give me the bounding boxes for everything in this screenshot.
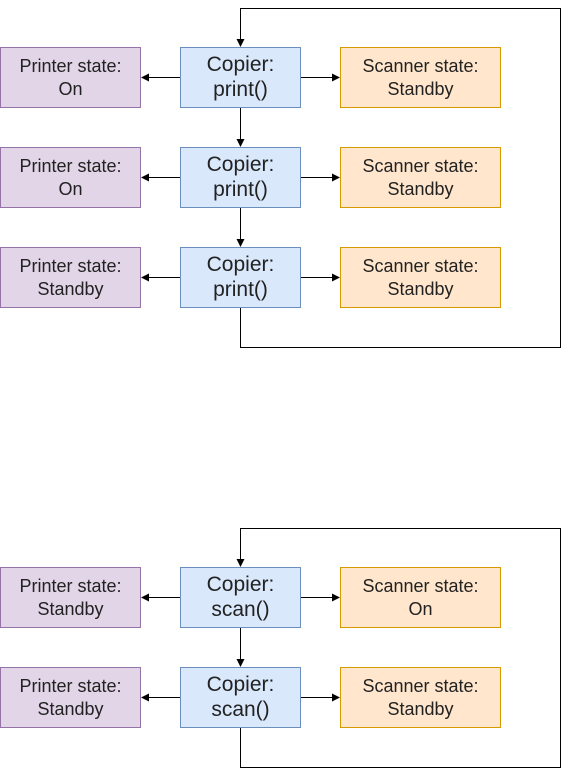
copier-box-label: Copier: [206, 153, 275, 177]
copier-box-value: scan() [211, 597, 270, 621]
scanner-state-box: Scanner state:On [340, 567, 501, 628]
copier-box-value: print() [213, 177, 268, 201]
printer-state-box: Printer state:Standby [0, 567, 141, 628]
copier-box-value: print() [213, 77, 268, 101]
scanner-state-box-value: Standby [387, 78, 454, 99]
scanner-state-box-label: Scanner state: [362, 255, 479, 276]
copier-box: Copier:scan() [180, 667, 301, 728]
scanner-state-box-value: Standby [387, 698, 454, 719]
copier-box-label: Copier: [206, 673, 275, 697]
copier-box-value: print() [213, 277, 268, 301]
printer-state-box-value: Standby [37, 278, 104, 299]
scanner-state-box: Scanner state:Standby [340, 667, 501, 728]
copier-box-label: Copier: [206, 253, 275, 277]
printer-state-box-value: On [58, 178, 83, 199]
printer-state-box-label: Printer state: [19, 575, 122, 596]
scanner-state-box-label: Scanner state: [362, 575, 479, 596]
printer-state-box: Printer state:On [0, 47, 141, 108]
scanner-state-box: Scanner state:Standby [340, 247, 501, 308]
scanner-state-box-label: Scanner state: [362, 55, 479, 76]
copier-box: Copier:print() [180, 47, 301, 108]
scanner-state-box-value: Standby [387, 178, 454, 199]
scanner-state-box-value: On [408, 598, 433, 619]
printer-state-box-label: Printer state: [19, 675, 122, 696]
printer-state-box-value: On [58, 78, 83, 99]
scanner-state-box: Scanner state:Standby [340, 147, 501, 208]
scanner-state-box-label: Scanner state: [362, 155, 479, 176]
printer-state-box-value: Standby [37, 598, 104, 619]
copier-box: Copier:print() [180, 147, 301, 208]
scanner-state-box-value: Standby [387, 278, 454, 299]
printer-state-box: Printer state:On [0, 147, 141, 208]
copier-box-label: Copier: [206, 573, 275, 597]
loop-back-arrow [236, 528, 561, 768]
printer-state-box-value: Standby [37, 698, 104, 719]
printer-state-box: Printer state:Standby [0, 667, 141, 728]
scanner-state-box-label: Scanner state: [362, 675, 479, 696]
printer-state-box-label: Printer state: [19, 255, 122, 276]
scanner-state-box: Scanner state:Standby [340, 47, 501, 108]
copier-box: Copier:scan() [180, 567, 301, 628]
copier-box: Copier:print() [180, 247, 301, 308]
printer-state-box: Printer state:Standby [0, 247, 141, 308]
printer-state-box-label: Printer state: [19, 155, 122, 176]
copier-box-label: Copier: [206, 53, 275, 77]
copier-box-value: scan() [211, 697, 270, 721]
loop-back-arrow [236, 8, 561, 348]
printer-state-box-label: Printer state: [19, 55, 122, 76]
